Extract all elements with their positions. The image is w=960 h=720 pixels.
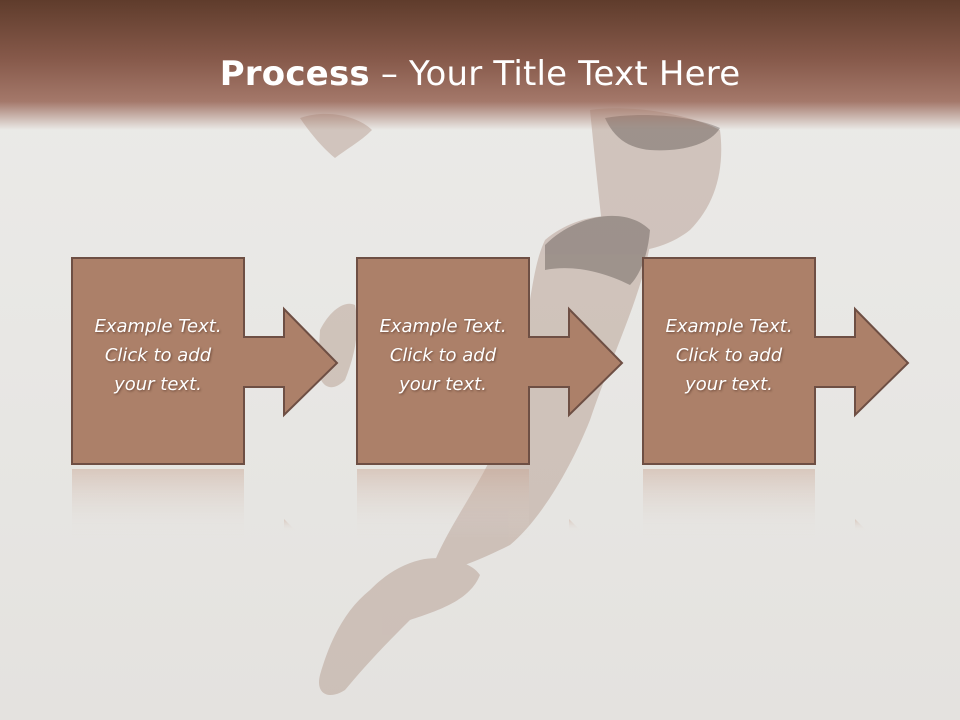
step-2-reflection — [357, 469, 581, 539]
title-band — [0, 0, 960, 130]
step-1-reflection — [72, 469, 296, 539]
title-rest: – Your Title Text Here — [369, 54, 741, 94]
step-1-text[interactable]: Example Text. Click to add your text. — [94, 316, 222, 395]
step-3-arrow-shape — [642, 257, 910, 465]
step-1-arrow-shape — [71, 257, 339, 465]
title-bold: Process — [219, 54, 370, 94]
process-step-3[interactable]: Example Text. Click to add your text. — [642, 257, 942, 539]
step-3-text[interactable]: Example Text. Click to add your text. — [665, 316, 793, 395]
slide-title[interactable]: Process – Your Title Text Here — [0, 54, 960, 94]
step-3-reflection — [643, 469, 867, 539]
process-step-2[interactable]: Example Text. Click to add your text. — [356, 257, 656, 539]
process-step-1[interactable]: Example Text. Click to add your text. — [71, 257, 371, 539]
step-2-arrow-shape — [356, 257, 624, 465]
step-2-text[interactable]: Example Text. Click to add your text. — [379, 316, 507, 395]
